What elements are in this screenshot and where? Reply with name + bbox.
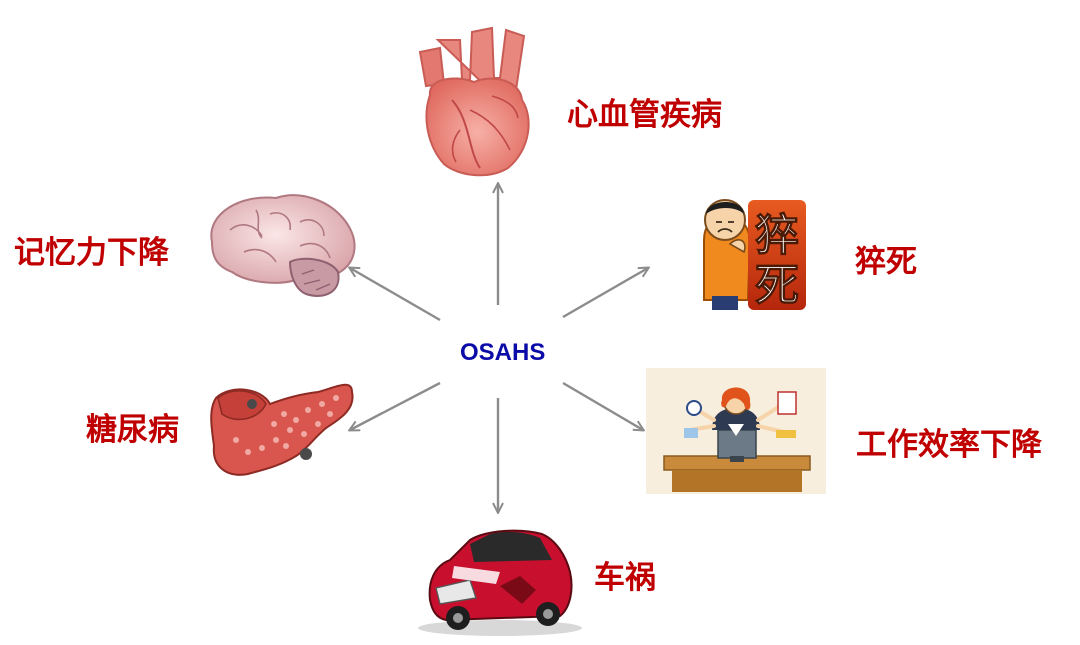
sign-char-1: 猝 (755, 210, 799, 261)
sudden-death-illustration: 猝 死 (696, 196, 816, 314)
car-crash-illustration (418, 529, 582, 636)
pancreas-illustration (210, 383, 354, 476)
label-diabetes: 糖尿病 (86, 412, 179, 448)
label-traffic-accident: 车祸 (594, 560, 656, 596)
label-sudden-death: 猝死 (855, 244, 917, 280)
sudden-death-sign (748, 200, 806, 310)
heart-illustration (418, 26, 530, 177)
label-memory-decline: 记忆力下降 (14, 235, 169, 271)
sign-char-2: 死 (755, 260, 799, 311)
arrow-to-sudden-death (562, 268, 648, 319)
arrow-to-memory (350, 268, 441, 322)
arrow-to-diabetes (350, 381, 441, 430)
label-cardiovascular-disease: 心血管疾病 (567, 97, 722, 133)
work-efficiency-illustration (646, 368, 826, 494)
center-node-osahs: OSAHS (460, 339, 546, 366)
arrows (350, 184, 648, 512)
arrow-to-work-efficiency (562, 381, 643, 430)
label-work-efficiency-decline: 工作效率下降 (856, 427, 1042, 463)
brain-illustration (210, 194, 356, 297)
